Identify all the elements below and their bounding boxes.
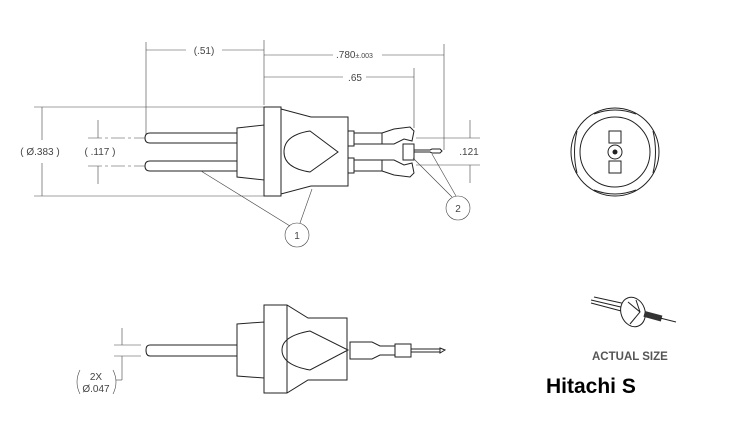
body	[263, 304, 348, 394]
collar	[236, 124, 265, 181]
pin	[145, 344, 238, 357]
dim-body-label: .65	[348, 73, 362, 84]
probe-wire	[413, 148, 443, 154]
end-view	[570, 107, 660, 197]
bottom-view: 2X Ø.047	[76, 304, 447, 395]
dim-connector-label: .121	[459, 147, 479, 158]
center-block	[402, 143, 415, 161]
callout-1: 1	[200, 170, 313, 248]
dim-pin-spacing-label: ( .117 )	[85, 147, 116, 158]
dimension-pin-spacing: ( .117 )	[85, 120, 215, 184]
dimension-pin-length: (.51)	[146, 46, 264, 57]
dim-diameter-label: ( Ø.383 )	[20, 147, 59, 158]
body	[280, 108, 349, 195]
dimension-pin-diameter: 2X Ø.047	[76, 328, 141, 395]
lens	[283, 130, 339, 173]
top-view: (.51) .780±.003 .65 ( Ø.383 ) ( .117 )	[20, 40, 480, 248]
callout-2: 2	[412, 153, 471, 221]
connector-bottom	[347, 157, 415, 178]
actual-size-label: ACTUAL SIZE	[592, 351, 668, 363]
dimension-overall: .780±.003	[264, 50, 444, 61]
product-title: Hitachi S	[546, 375, 636, 398]
pin-top	[144, 132, 238, 144]
actual-size-illustration	[590, 296, 677, 328]
dimension-connector: .121	[416, 120, 480, 183]
pin-diameter-label: Ø.047	[82, 384, 110, 395]
dimension-diameter: ( Ø.383 )	[20, 106, 264, 197]
dim-overall-label: .780±.003	[336, 50, 373, 61]
connector-top	[347, 126, 415, 147]
collar	[236, 321, 265, 379]
pin-qty-label: 2X	[90, 372, 103, 383]
dimension-body: .65	[264, 73, 414, 84]
dim-pin-length-label: (.51)	[194, 46, 215, 57]
flange	[263, 106, 282, 197]
callout-1-label: 1	[294, 231, 300, 242]
pin-bottom	[144, 160, 238, 172]
callout-2-label: 2	[455, 204, 461, 215]
